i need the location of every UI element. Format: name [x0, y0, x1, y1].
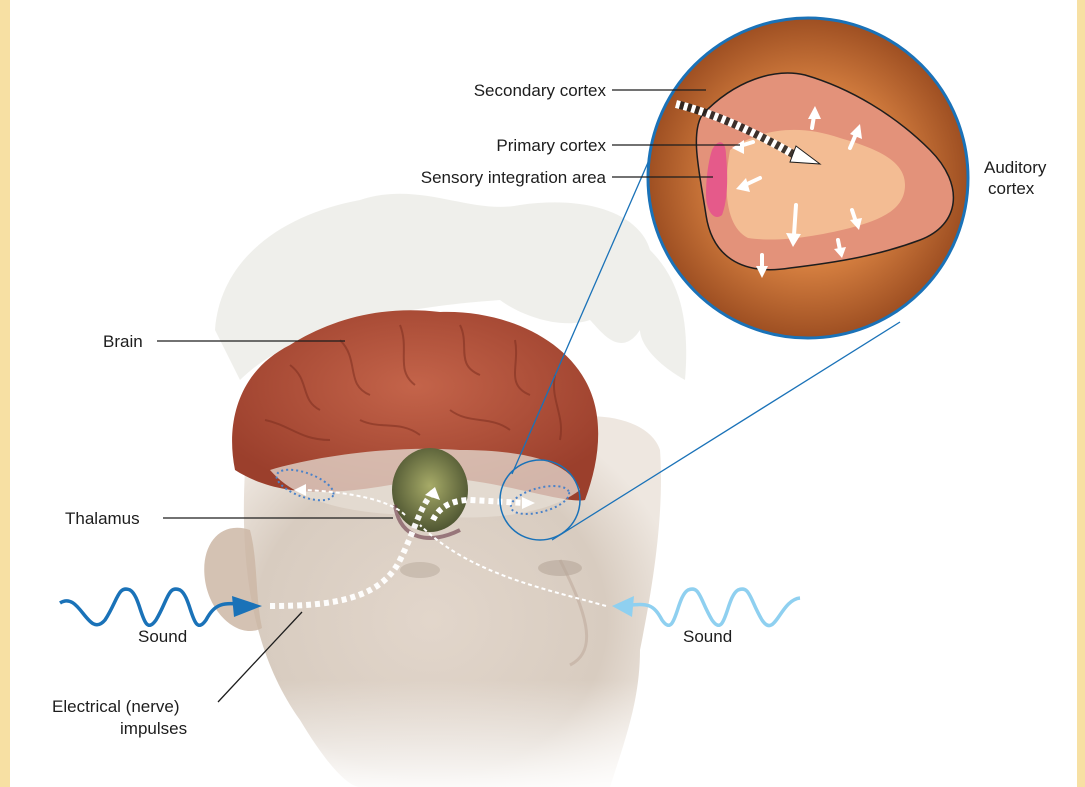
label-secondary-cortex: Secondary cortex — [474, 81, 607, 100]
label-sound-right: Sound — [683, 627, 732, 646]
label-impulses-line1: Electrical (nerve) — [52, 697, 180, 716]
label-auditory-line2: cortex — [988, 179, 1035, 198]
diagram-canvas: Secondary cortex Primary cortex Sensory … — [10, 0, 1077, 787]
auditory-diagram-svg: Secondary cortex Primary cortex Sensory … — [10, 0, 1077, 787]
eye-right — [538, 560, 582, 576]
label-thalamus: Thalamus — [65, 509, 140, 528]
label-sensory-integration: Sensory integration area — [421, 168, 607, 187]
label-impulses-line2: impulses — [120, 719, 187, 738]
neck-fade — [230, 680, 660, 787]
head-illustration — [204, 194, 686, 787]
label-auditory-line1: Auditory — [984, 158, 1047, 177]
eye-left — [400, 562, 440, 578]
label-primary-cortex: Primary cortex — [496, 136, 606, 155]
auditory-cortex-inset — [648, 18, 968, 338]
label-brain: Brain — [103, 332, 143, 351]
sound-wave-right-path — [625, 589, 800, 626]
label-sound-left: Sound — [138, 627, 187, 646]
thalamus-shape — [392, 448, 468, 532]
